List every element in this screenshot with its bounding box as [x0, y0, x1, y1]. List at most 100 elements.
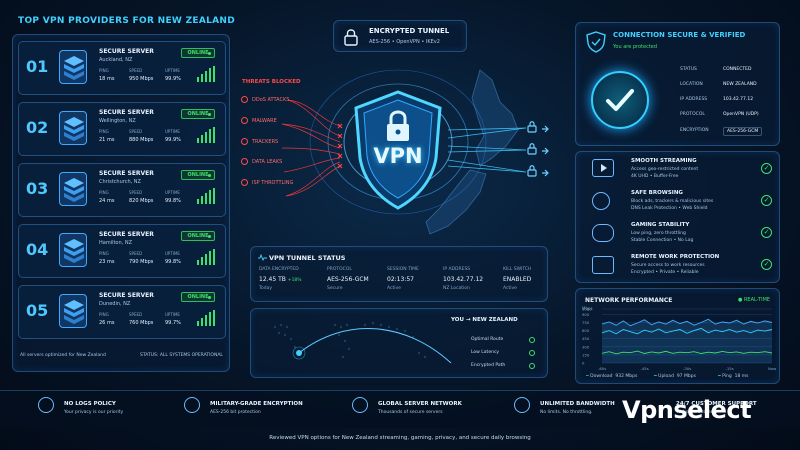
uptime-label: UPTIME: [165, 312, 180, 317]
uptime-label: UPTIME: [165, 190, 180, 195]
stat-label: IP ADDRESS: [443, 267, 471, 272]
ip-address-stat: IP ADDRESS 103.42.77.12 NZ Location: [443, 267, 483, 291]
stat-sub: Active: [387, 286, 401, 291]
route-feature: Encrypted Path: [471, 363, 506, 368]
threat-label: TRACKERS: [252, 139, 279, 145]
protocol-stat: PROTOCOL AES-256-GCM Secure: [327, 267, 369, 291]
kv-label: PROTOCOL: [680, 112, 705, 117]
legend-value: 932 Mbps: [615, 374, 638, 379]
signal-bars-icon: [197, 66, 216, 82]
legend-value: 18 ms: [734, 374, 749, 379]
encrypted-tunnel-header: ENCRYPTED TUNNEL AES-256 • OpenVPN • IKE…: [333, 20, 467, 52]
stat-value: 02:13:57: [387, 276, 414, 283]
legend-upload: ━ Upload 97 Mbps: [654, 374, 696, 379]
threat-item: DATA LEAKS: [241, 158, 282, 165]
feature-title: REMOTE WORK PROTECTION: [631, 254, 720, 260]
server-card-1[interactable]: 01 SECURE SERVER Auckland, NZ ONLINE PIN…: [18, 41, 226, 95]
global-network-feature: GLOBAL SERVER NETWORK Thousands of secur…: [378, 401, 462, 415]
x-tick-label: -60s: [598, 366, 606, 371]
ping-label: PING: [99, 68, 109, 73]
lock-icon: [344, 29, 358, 46]
server-city: Christchurch, NZ: [99, 179, 141, 185]
speed-label: SPEED: [129, 312, 143, 317]
y-axis-label: Mbps: [582, 306, 593, 311]
feature-title: SMOOTH STREAMING: [631, 158, 697, 164]
threat-label: DATA LEAKS: [252, 159, 283, 165]
center-graphic: [281, 69, 527, 235]
status-badge: ONLINE: [181, 109, 215, 119]
left-panel-title: TOP VPN PROVIDERS FOR NEW ZEALAND: [18, 16, 236, 26]
server-number: 01: [26, 57, 49, 76]
legend-ping: ━ Ping 18 ms: [718, 374, 749, 379]
check-icon: ✓: [761, 195, 772, 206]
speed-icon: [241, 179, 248, 186]
status-badge: ONLINE: [181, 292, 215, 302]
series-line-download: [601, 318, 773, 327]
bottom-title: GLOBAL SERVER NETWORK: [378, 401, 462, 407]
stat-value: ENABLED: [503, 276, 532, 283]
feature-desc: 4K UHD • Buffer-Free: [631, 174, 679, 179]
verified-check-icon: [591, 71, 649, 129]
eye-icon: [241, 138, 248, 145]
ping-value: 21 ms: [99, 137, 115, 143]
server-card-5[interactable]: 05 SECURE SERVER Dunedin, NZ ONLINE PING…: [18, 285, 226, 339]
threat-item: TRACKERS: [241, 138, 278, 145]
system-status-text: STATUS: ALL SYSTEMS OPERATIONAL: [140, 353, 223, 358]
threat-label: MALWARE: [252, 118, 277, 124]
route-feature: Optimal Route: [471, 337, 504, 342]
server-number: 03: [26, 179, 49, 198]
signal-bars-icon: [197, 188, 216, 204]
ping-label: PING: [99, 312, 109, 317]
y-tick-label: 450: [582, 336, 590, 341]
encryption-feature: MILITARY-GRADE ENCRYPTION AES-256 bit pr…: [210, 401, 303, 415]
uptime-value: 99.8%: [165, 259, 181, 265]
status-badge: ONLINE: [181, 48, 215, 58]
kv-value: 103.42.77.12: [723, 97, 754, 102]
bug-icon: [241, 96, 248, 103]
server-rack-icon: [59, 50, 87, 84]
server-number: 05: [26, 301, 49, 320]
feature-desc: Access geo-restricted content: [631, 167, 699, 172]
route-feature: Low Latency: [471, 350, 500, 355]
speed-value: 950 Mbps: [129, 76, 154, 82]
stat-label: DATA ENCRYPTED: [259, 267, 299, 272]
bottom-title: NO LOGS POLICY: [64, 401, 116, 407]
bottom-sub: Your privacy is our priority: [64, 410, 124, 415]
nz-map-outline: [425, 69, 519, 235]
realtime-label: REAL-TIME: [743, 297, 771, 303]
server-number: 02: [26, 118, 49, 137]
legend-download: ━ Download 932 Mbps: [586, 374, 638, 379]
server-name: SECURE SERVER: [99, 292, 154, 299]
speed-value: 760 Mbps: [129, 320, 154, 326]
threat-item: DDoS ATTACKS: [241, 96, 289, 103]
signal-bars-icon: [197, 127, 216, 143]
threat-label: ISP THROTTLING: [252, 180, 294, 186]
server-card-3[interactable]: 03 SECURE SERVER Christchurch, NZ ONLINE…: [18, 163, 226, 217]
gamepad-icon: [592, 224, 614, 242]
status-badge: ONLINE: [181, 170, 215, 180]
check-icon: [529, 363, 535, 369]
server-rack-icon: [59, 172, 87, 206]
pulse-icon: [258, 254, 267, 261]
stat-value: AES-256-GCM: [327, 276, 369, 283]
y-tick-label: 900: [582, 312, 590, 317]
server-card-4[interactable]: 04 SECURE SERVER Hamilton, NZ ONLINE PIN…: [18, 224, 226, 278]
server-list-panel: 01 SECURE SERVER Auckland, NZ ONLINE PIN…: [12, 34, 230, 372]
no-logs-feature: NO LOGS POLICY Your privacy is our prior…: [64, 401, 123, 415]
feature-desc: DNS Leak Protection • Web Shield: [631, 206, 708, 211]
route-map-panel: YOU → NEW ZEALAND Optimal Route Low Late…: [250, 308, 548, 378]
x-tick-label: -45s: [641, 366, 649, 371]
server-card-2[interactable]: 02 SECURE SERVER Wellington, NZ ONLINE P…: [18, 102, 226, 156]
vpn-tunnel-status-panel: VPN TUNNEL STATUS DATA ENCRYPTED 12.45 T…: [250, 246, 548, 302]
stat-value: 12.45 TB +18%: [259, 276, 302, 283]
connection-secure-panel: CONNECTION SECURE & VERIFIED You are pro…: [575, 22, 780, 146]
shield-check-icon: [586, 31, 606, 53]
session-time-stat: SESSION TIME 02:13:57 Active: [387, 267, 419, 291]
uptime-value: 99.9%: [165, 76, 181, 82]
server-city: Hamilton, NZ: [99, 240, 133, 246]
server-name: SECURE SERVER: [99, 109, 154, 116]
check-icon: [529, 337, 535, 343]
threat-label: DDoS ATTACKS: [252, 97, 290, 103]
feature-desc: Secure access to work resources: [631, 263, 705, 268]
uptime-value: 99.9%: [165, 137, 181, 143]
